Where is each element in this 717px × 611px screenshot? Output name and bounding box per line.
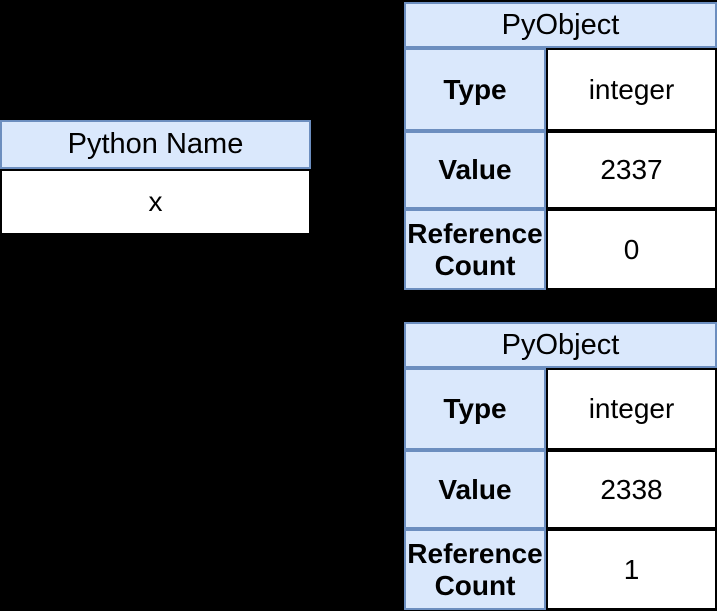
pyobject-2-value-value: 2338 xyxy=(546,450,717,529)
pyobject-1-type-value: integer xyxy=(546,48,717,131)
pyobject-table-1: PyObject Type integer Value 2337 Referen… xyxy=(404,2,717,290)
pyobject-2-value-label: Value xyxy=(404,450,546,529)
pyobject-1-refcount-value: 0 xyxy=(546,209,717,290)
pyobject-1-value-value: 2337 xyxy=(546,131,717,209)
python-name-header: Python Name xyxy=(0,120,311,169)
python-name-value: x xyxy=(0,169,311,235)
pyobject-2-type-label: Type xyxy=(404,368,546,450)
pyobject-2-header: PyObject xyxy=(404,322,717,368)
pyobject-1-refcount-label: Reference Count xyxy=(404,209,546,290)
pyobject-1-header: PyObject xyxy=(404,2,717,48)
pyobject-2-refcount-value: 1 xyxy=(546,529,717,610)
pyobject-2-type-value: integer xyxy=(546,368,717,450)
pyobject-2-refcount-label: Reference Count xyxy=(404,529,546,610)
pyobject-1-type-label: Type xyxy=(404,48,546,131)
pyobject-1-value-label: Value xyxy=(404,131,546,209)
pyobject-table-2: PyObject Type integer Value 2338 Referen… xyxy=(404,322,717,610)
python-name-table: Python Name x xyxy=(0,120,311,235)
